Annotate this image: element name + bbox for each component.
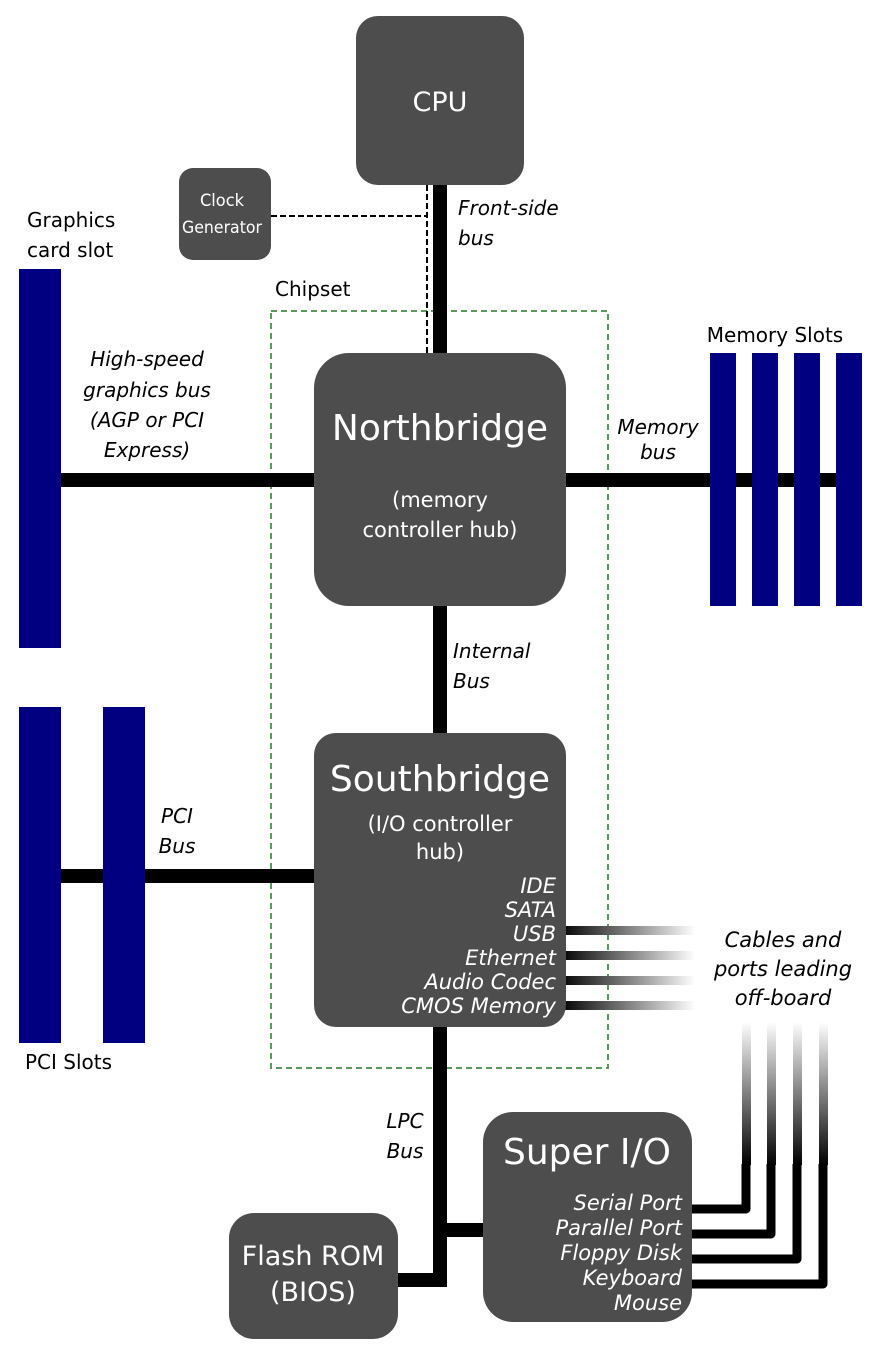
superio-item-parallel: Parallel Port (555, 1216, 682, 1240)
clock-label-1: Clock (200, 191, 244, 211)
memory-slot-3 (794, 353, 820, 606)
pci-slot-1 (19, 707, 61, 1043)
cables-label-1: Cables and (725, 928, 842, 952)
lpc-bus-label-1: LPC (386, 1109, 423, 1133)
fsb-label-1: Front-side (458, 196, 559, 220)
pci-slot-2 (103, 707, 145, 1043)
internal-bus-label-2: Bus (453, 669, 490, 693)
memory-bus-label-2: bus (640, 440, 676, 464)
flash-rom-box (229, 1213, 398, 1339)
clock-label-2: Generator (182, 218, 262, 238)
southbridge-item-sata: SATA (505, 898, 556, 922)
superio-item-serial: Serial Port (574, 1191, 683, 1215)
graphics-bus-label-2: graphics bus (83, 378, 211, 402)
cables-label-3: off-board (735, 986, 832, 1010)
southbridge-item-usb: USB (513, 922, 556, 946)
superio-box (483, 1112, 692, 1322)
northbridge-sub-1: (memory (392, 488, 488, 512)
northbridge-title: Northbridge (332, 408, 548, 449)
lpc-bus-label-2: Bus (387, 1139, 424, 1163)
cpu-box (356, 16, 524, 185)
fsb-label-2: bus (458, 226, 494, 250)
pci-bus-label-2: Bus (159, 834, 196, 858)
southbridge-title: Southbridge (330, 759, 550, 800)
graphics-slot-label-1: Graphics (27, 208, 115, 232)
graphics-bus-label-1: High-speed (90, 347, 204, 371)
memory-slot-1 (710, 353, 736, 606)
memory-slot-4 (836, 353, 862, 606)
pci-slots-label: PCI Slots (25, 1050, 112, 1074)
southbridge-item-cmos: CMOS Memory (401, 994, 556, 1018)
flash-rom-label-1: Flash ROM (242, 1241, 385, 1272)
northbridge-box (314, 353, 566, 606)
northbridge-sub-2: controller hub) (363, 518, 518, 542)
memory-slot-2 (752, 353, 778, 606)
southbridge-sub-1: (I/O controller (368, 812, 513, 836)
memory-bus-label-1: Memory (617, 415, 700, 439)
southbridge-item-ide: IDE (520, 874, 556, 898)
superio-cables (688, 1022, 828, 1289)
graphics-bus-label-4: Express) (104, 438, 190, 462)
superio-item-floppy: Floppy Disk (560, 1241, 682, 1265)
superio-item-keyboard: Keyboard (583, 1266, 683, 1290)
superio-title: Super I/O (503, 1132, 671, 1173)
cables-label-2: ports leading (713, 957, 852, 981)
southbridge-sub-2: hub) (416, 840, 464, 864)
southbridge-item-ethernet: Ethernet (465, 946, 557, 970)
southbridge-item-audio: Audio Codec (422, 970, 556, 994)
internal-bus-label-1: Internal (453, 639, 531, 663)
pci-bus-label-1: PCI (161, 804, 193, 828)
lpc-bus (392, 1020, 447, 1287)
graphics-card-slot (19, 269, 61, 648)
clock-generator-box (179, 168, 271, 260)
flash-rom-label-2: (BIOS) (270, 1277, 356, 1308)
chipset-label: Chipset (275, 277, 351, 301)
memory-slots-label: Memory Slots (707, 323, 843, 347)
graphics-bus-label-3: (AGP or PCI (90, 408, 204, 432)
cpu-label: CPU (413, 87, 468, 118)
southbridge-cables (560, 926, 695, 1010)
graphics-slot-label-2: card slot (27, 238, 113, 262)
superio-item-mouse: Mouse (614, 1291, 682, 1315)
southbridge-box (314, 733, 566, 1027)
